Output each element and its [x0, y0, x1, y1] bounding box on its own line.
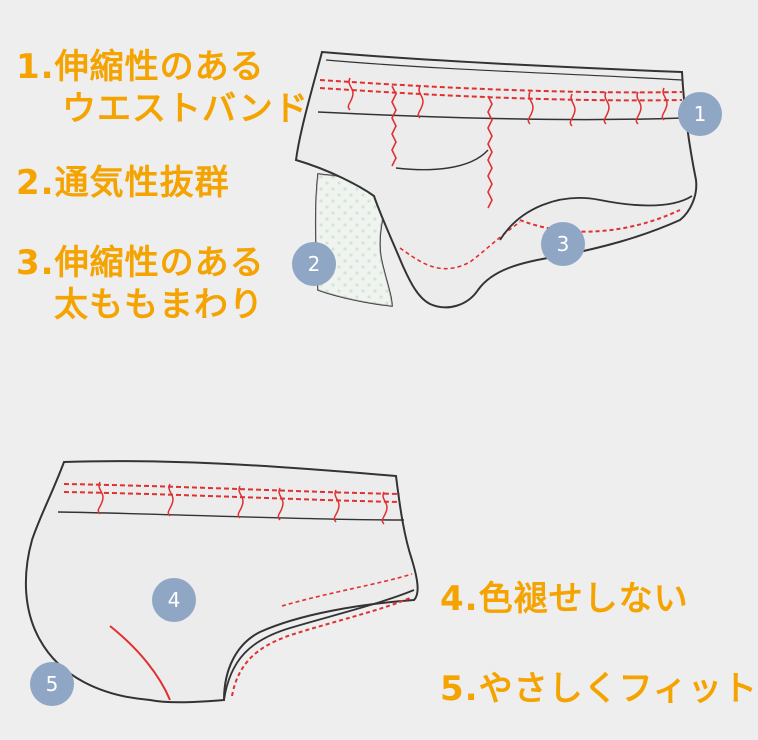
feature-3-label: 3.伸縮性のある 太ももまわり [16, 242, 265, 326]
feature-3-line-2: 太ももまわり [54, 285, 264, 325]
badge-2: 2 [292, 242, 336, 286]
badge-5-text: 5 [46, 672, 59, 696]
feature-3-line-1: 3.伸縮性のある [16, 243, 265, 283]
badge-5: 5 [30, 662, 74, 706]
feature-5-label: 5.やさしくフィット [440, 668, 758, 710]
feature-1-label: 1.伸縮性のある ウエストバンド [16, 46, 309, 130]
badge-4: 4 [152, 578, 196, 622]
badge-2-text: 2 [308, 252, 321, 276]
badge-3-text: 3 [557, 232, 570, 256]
feature-1-line-2: ウエストバンド [62, 89, 309, 129]
badge-4-text: 4 [168, 588, 181, 612]
back-brief-body [24, 460, 419, 704]
feature-2-label: 2.通気性抜群 [16, 162, 230, 204]
feature-5-line-1: 5.やさしくフィット [440, 669, 758, 709]
brief-illustrations: 1 2 3 4 5 [24, 50, 722, 706]
product-feature-diagram: 1.伸縮性のある ウエストバンド 2.通気性抜群 3.伸縮性のある 太ももまわり… [16, 46, 757, 709]
feature-4-line-1: 4.色褪せしない [440, 579, 689, 619]
feature-1-line-1: 1.伸縮性のある [16, 47, 265, 87]
back-brief-illustration [24, 460, 419, 704]
badge-1: 1 [678, 92, 722, 136]
front-brief-illustration [294, 50, 698, 309]
feature-2-line-1: 2.通気性抜群 [16, 163, 230, 203]
badge-1-text: 1 [694, 102, 707, 126]
feature-4-label: 4.色褪せしない [440, 578, 689, 620]
badge-3: 3 [541, 222, 585, 266]
